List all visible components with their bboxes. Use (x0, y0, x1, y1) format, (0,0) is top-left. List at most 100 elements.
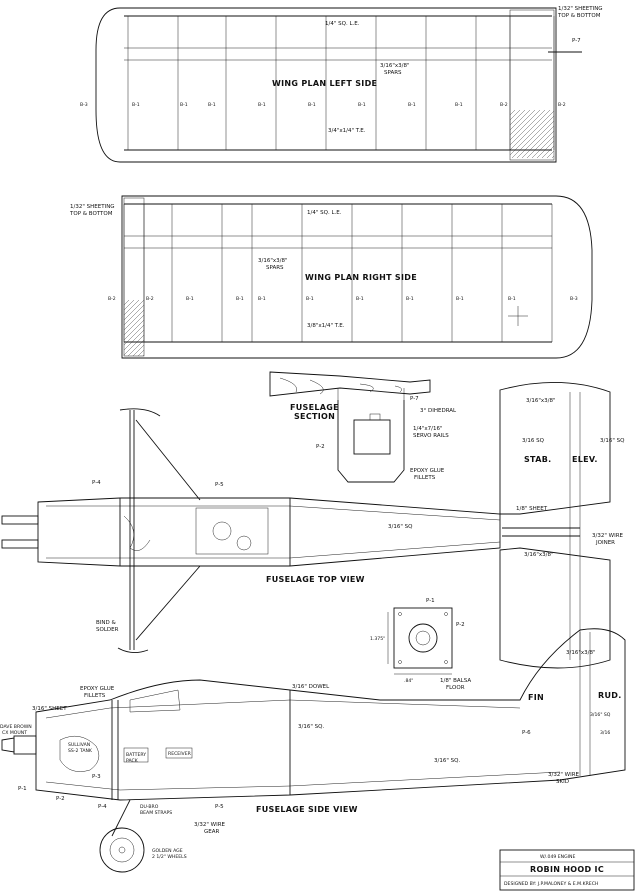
rib-label: B-1 (258, 102, 266, 108)
rib-label: B-1 (456, 296, 464, 302)
hatch-line (541, 145, 555, 159)
firewall-dim: 1.375" (370, 636, 385, 642)
wing-left-le: 1/4" SQ. L.E. (325, 21, 360, 27)
hatch-line (509, 109, 546, 146)
hatch-line (509, 109, 541, 141)
hatch-line (509, 109, 531, 131)
hatch-line (123, 314, 145, 336)
side-epoxy-2: FILLETS (84, 693, 106, 699)
fuselage-section-p2: P-2 (316, 444, 325, 450)
title-designer: DESIGNED BY: J.P.MALONEY & E.M.KRECH (504, 881, 598, 887)
wing-left-sheeting-1: 1/32" SHEETING (558, 6, 603, 12)
side-tank-2: SS-2 TANK (68, 748, 93, 754)
side-title: FUSELAGE SIDE VIEW (256, 805, 358, 814)
side-gear-1: 3/32" WIRE (194, 822, 226, 828)
wing-left-spars-2: SPARS (384, 70, 402, 76)
firewall-dim2: .84" (404, 678, 413, 684)
hatch-line (511, 115, 555, 159)
hatch-line (536, 140, 555, 159)
fuselage-section-servo-1: 1/4"x7/16" (413, 426, 443, 432)
wing-right-spars-1: 3/16"x3/8" (258, 258, 288, 264)
hatch-line (546, 150, 555, 159)
side-wheels-2: 2 1/2" WHEELS (152, 854, 187, 860)
rib-label: B-1 (356, 296, 364, 302)
stab-wire-2: JOINER (595, 540, 615, 546)
stab-wire-1: 3/32" WIRE (592, 533, 624, 539)
stabilizer-plan: 3/16"x3/8" 3/16 SQ 3/16" SQ STAB. ELEV. … (499, 382, 625, 669)
top-solder-2: SOLDER (96, 627, 119, 633)
hatch-line (123, 299, 145, 321)
side-p5: P-5 (215, 804, 224, 810)
rib-label: B-1 (406, 296, 414, 302)
wing-right-sheeting-hatch (123, 197, 145, 357)
top-p4: P-4 (92, 480, 101, 486)
hatch-line (509, 109, 516, 116)
side-sq1: 3/16" SQ. (298, 724, 324, 730)
title-block: W/.049 ENGINE ROBIN HOOD IC DESIGNED BY:… (499, 849, 635, 891)
firewall-floor-2: FLOOR (446, 685, 465, 691)
hatch-line (531, 135, 555, 159)
side-p4: P-4 (98, 804, 107, 810)
side-battery-2: PACK (126, 758, 139, 764)
rib-label: B-2 (558, 102, 566, 108)
rib-label: B-2 (500, 102, 508, 108)
fuselage-section-dihedral: 3° DIHEDRAL (420, 408, 457, 414)
hatch-line (509, 109, 526, 126)
hatch-line (123, 299, 140, 316)
stab-sq2: 3/16" SQ (600, 438, 625, 444)
hatch-line (123, 319, 145, 341)
side-receiver: RECEIVER (168, 751, 192, 757)
hatch-line (142, 354, 145, 357)
firewall-detail: P-1 P-2 1.375" .84" 1/8" BALSA FLOOR (370, 598, 471, 691)
fuselage-section-servo-2: SERVO RAILS (413, 433, 449, 439)
wing-left-sheeting-2: TOP & BOTTOM (557, 13, 601, 19)
hatch-line (521, 125, 555, 159)
stab-spar: 3/16"x3/8" (526, 398, 556, 404)
side-p3: P-3 (92, 774, 101, 780)
rib-label: B-1 (358, 102, 366, 108)
rib-label: B-3 (570, 296, 578, 302)
firewall-p1: P-1 (426, 598, 435, 604)
fuselage-section-epoxy-2: FILLETS (414, 475, 436, 481)
wing-left-p7: P-7 (572, 38, 581, 44)
hatch-line (509, 109, 551, 151)
side-p6: P-6 (522, 730, 531, 736)
rib-label: B-1 (180, 102, 188, 108)
hatch-line (551, 155, 555, 159)
rib-label: B-3 (80, 102, 88, 108)
stab-sq1: 3/16 SQ (522, 438, 545, 444)
hatch-line (137, 349, 145, 357)
hatch-line (123, 324, 145, 346)
hatch-line (509, 110, 555, 156)
fin-label: FIN (528, 693, 544, 702)
side-skid-2: SKID (556, 779, 569, 785)
side-mount-1: DAVE BROWN (0, 724, 32, 730)
fuselage-section-title-1: FUSELAGE (290, 403, 339, 412)
hatch-line (123, 334, 145, 356)
side-sheet: 3/16" SHEET (32, 706, 67, 712)
stab-spar2: 3/16"x3/8" (524, 552, 554, 558)
hatch-line (123, 299, 135, 311)
wing-right-title: WING PLAN RIGHT SIDE (305, 273, 417, 282)
top-sq: 3/16" SQ (388, 524, 413, 530)
hatch-line (127, 339, 145, 357)
wing-right-te: 3/8"x1/4" T.E. (307, 323, 345, 329)
rud-label: RUD. (598, 691, 622, 700)
rib-label: B-2 (146, 296, 154, 302)
wing-left-te: 3/4"x1/4" T.E. (328, 128, 366, 134)
side-epoxy-1: EPOXY GLUE (80, 686, 115, 692)
side-p1: P-1 (18, 786, 27, 792)
fuselage-section-title-2: SECTION (294, 412, 335, 421)
wing-right-spars-2: SPARS (266, 265, 284, 271)
wing-left-sheeting-hatch (509, 9, 555, 161)
wing-plan-left: WING PLAN LEFT SIDE 1/4" SQ. L.E. 3/16"x… (80, 6, 603, 163)
rib-label: B-1 (508, 296, 516, 302)
hatch-line (516, 120, 555, 159)
fuselage-section: FUSELAGE SECTION P-7 3° DIHEDRAL 1/4"x7/… (269, 371, 457, 483)
top-title: FUSELAGE TOP VIEW (266, 575, 365, 584)
rib-label: B-1 (408, 102, 416, 108)
wing-right-sheeting-1: 1/32" SHEETING (70, 204, 115, 210)
hatch-line (526, 130, 555, 159)
firewall-p2: P-2 (456, 622, 465, 628)
